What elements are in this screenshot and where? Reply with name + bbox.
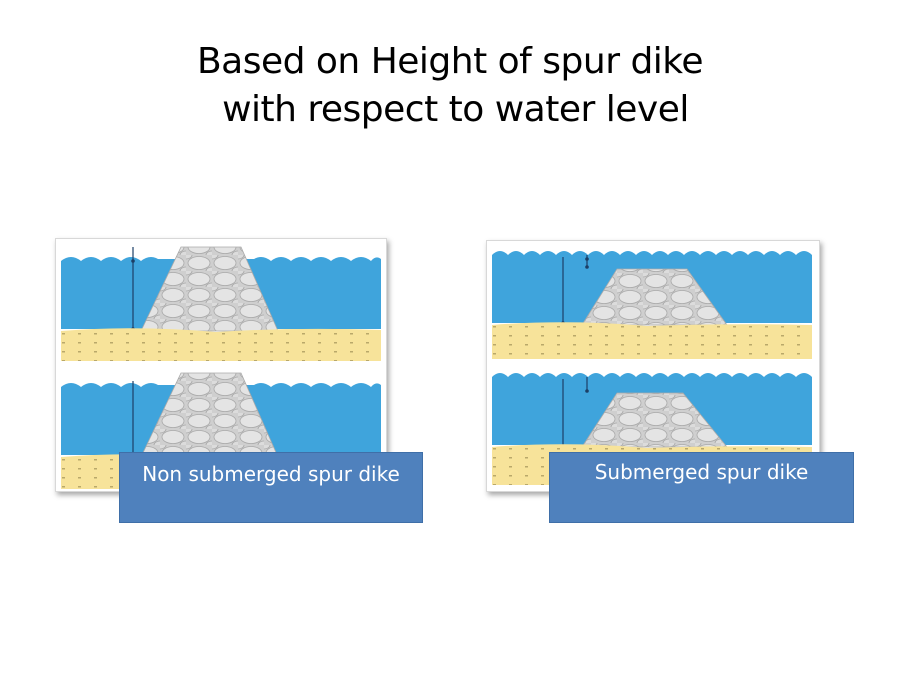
subdiagram-top: [61, 246, 381, 361]
submerged-diagram: [486, 240, 820, 492]
title-line-2: with respect to water level: [211, 89, 689, 130]
submerged-caption: Submerged spur dike: [549, 452, 854, 523]
title-line-1: Based on Height of spur dike: [196, 41, 704, 82]
subdiagram-top: [492, 251, 812, 359]
slide-title: Based on Height of spur dike with respec…: [0, 38, 900, 134]
non-submerged-caption-text: Non submerged spur dike: [142, 462, 400, 486]
submerged-caption-text: Submerged spur dike: [594, 460, 809, 484]
non-submerged-caption: Non submerged spur dike: [119, 452, 423, 523]
